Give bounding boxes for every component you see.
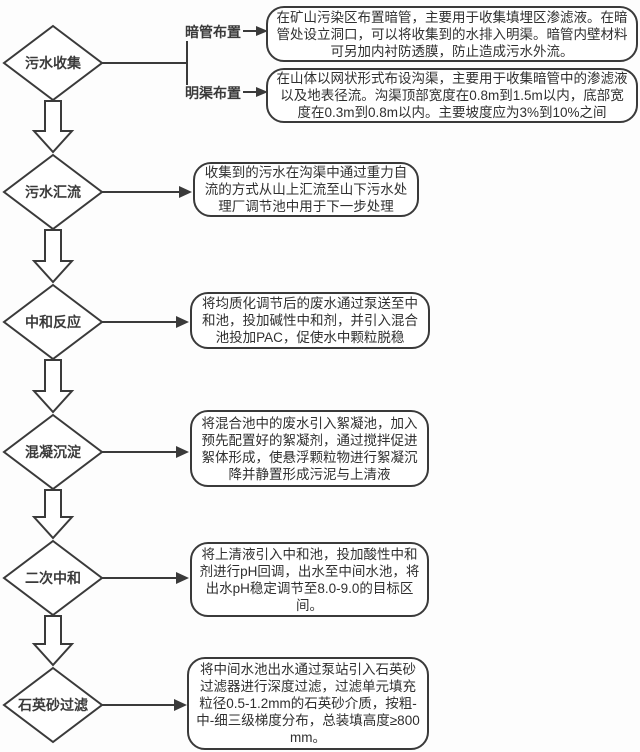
- block-arrow-2: [31, 229, 75, 284]
- note-coagulation: 将混合池中的废水引入絮凝池，加入预先配置好的絮凝剂，通过搅拌促进絮体形成，使悬浮…: [190, 410, 429, 487]
- note-open-channel: 在山体以网状形式布设沟渠，主要用于收集暗管中的渗滤液以及地表径流。沟渠顶部宽度在…: [266, 68, 638, 123]
- branch-label-hidden-pipe: 暗管布置: [185, 24, 241, 40]
- branch-arrowheads: [256, 26, 268, 97]
- note-connector-lines: [102, 191, 179, 706]
- note-hidden-pipe: 在矿山污染区布置暗管，主要用于收集填埋区渗滤液。在暗管处设立洞口，可以将收集到的…: [266, 6, 638, 62]
- arrowhead-neutralization-note: [176, 316, 189, 328]
- arrowhead-channel-note: [256, 87, 268, 97]
- block-arrow-1: [31, 100, 75, 154]
- stage-diamonds: [2, 24, 104, 744]
- block-arrow-3: [31, 359, 75, 414]
- stage-label-secondary-neutralization: 二次中和: [25, 570, 81, 586]
- stage-label-sewage-confluence: 污水汇流: [25, 184, 81, 200]
- block-down-arrows: [31, 100, 75, 667]
- arrowhead-confluence-note: [179, 186, 192, 198]
- block-arrow-4: [31, 489, 75, 540]
- diamond-quartz-sand-filtration: [2, 666, 104, 744]
- note-sand-filtration: 将中间水池出水通过泵站引入石英砂过滤器进行深度过滤，过滤单元填充粒径0.5-1.…: [187, 657, 429, 750]
- note-connector-arrowheads: [174, 186, 192, 711]
- stage-label-sand-filtration: 石英砂过滤: [18, 697, 88, 713]
- branch-tee-lines: [102, 30, 256, 93]
- arrowhead-coagulation-note: [176, 446, 189, 458]
- stage-label-neutralization: 中和反应: [25, 314, 81, 330]
- note-sewage-confluence: 收集到的污水在沟渠中通过重力自流的方式从山上汇流至山下污水处理厂调节池中用于下一…: [193, 162, 419, 217]
- stage-label-sewage-collection: 污水收集: [25, 55, 81, 71]
- arrowhead-secondary-note: [176, 572, 189, 584]
- branch-label-open-channel: 明渠布置: [185, 85, 241, 101]
- stage-label-coagulation: 混凝沉淀: [25, 444, 81, 460]
- note-secondary-neutralization: 将上清液引入中和池，投加酸性中和剂进行pH回调，出水至中间水池，将出水pH稳定调…: [190, 542, 429, 617]
- note-neutralization: 将均质化调节后的废水通过泵送至中和池，投加碱性中和剂，并引入混合池投加PAC，促…: [190, 292, 430, 349]
- arrowhead-pipe-note: [256, 26, 268, 36]
- arrowhead-filtration-note: [174, 699, 187, 711]
- block-arrow-5: [31, 615, 75, 667]
